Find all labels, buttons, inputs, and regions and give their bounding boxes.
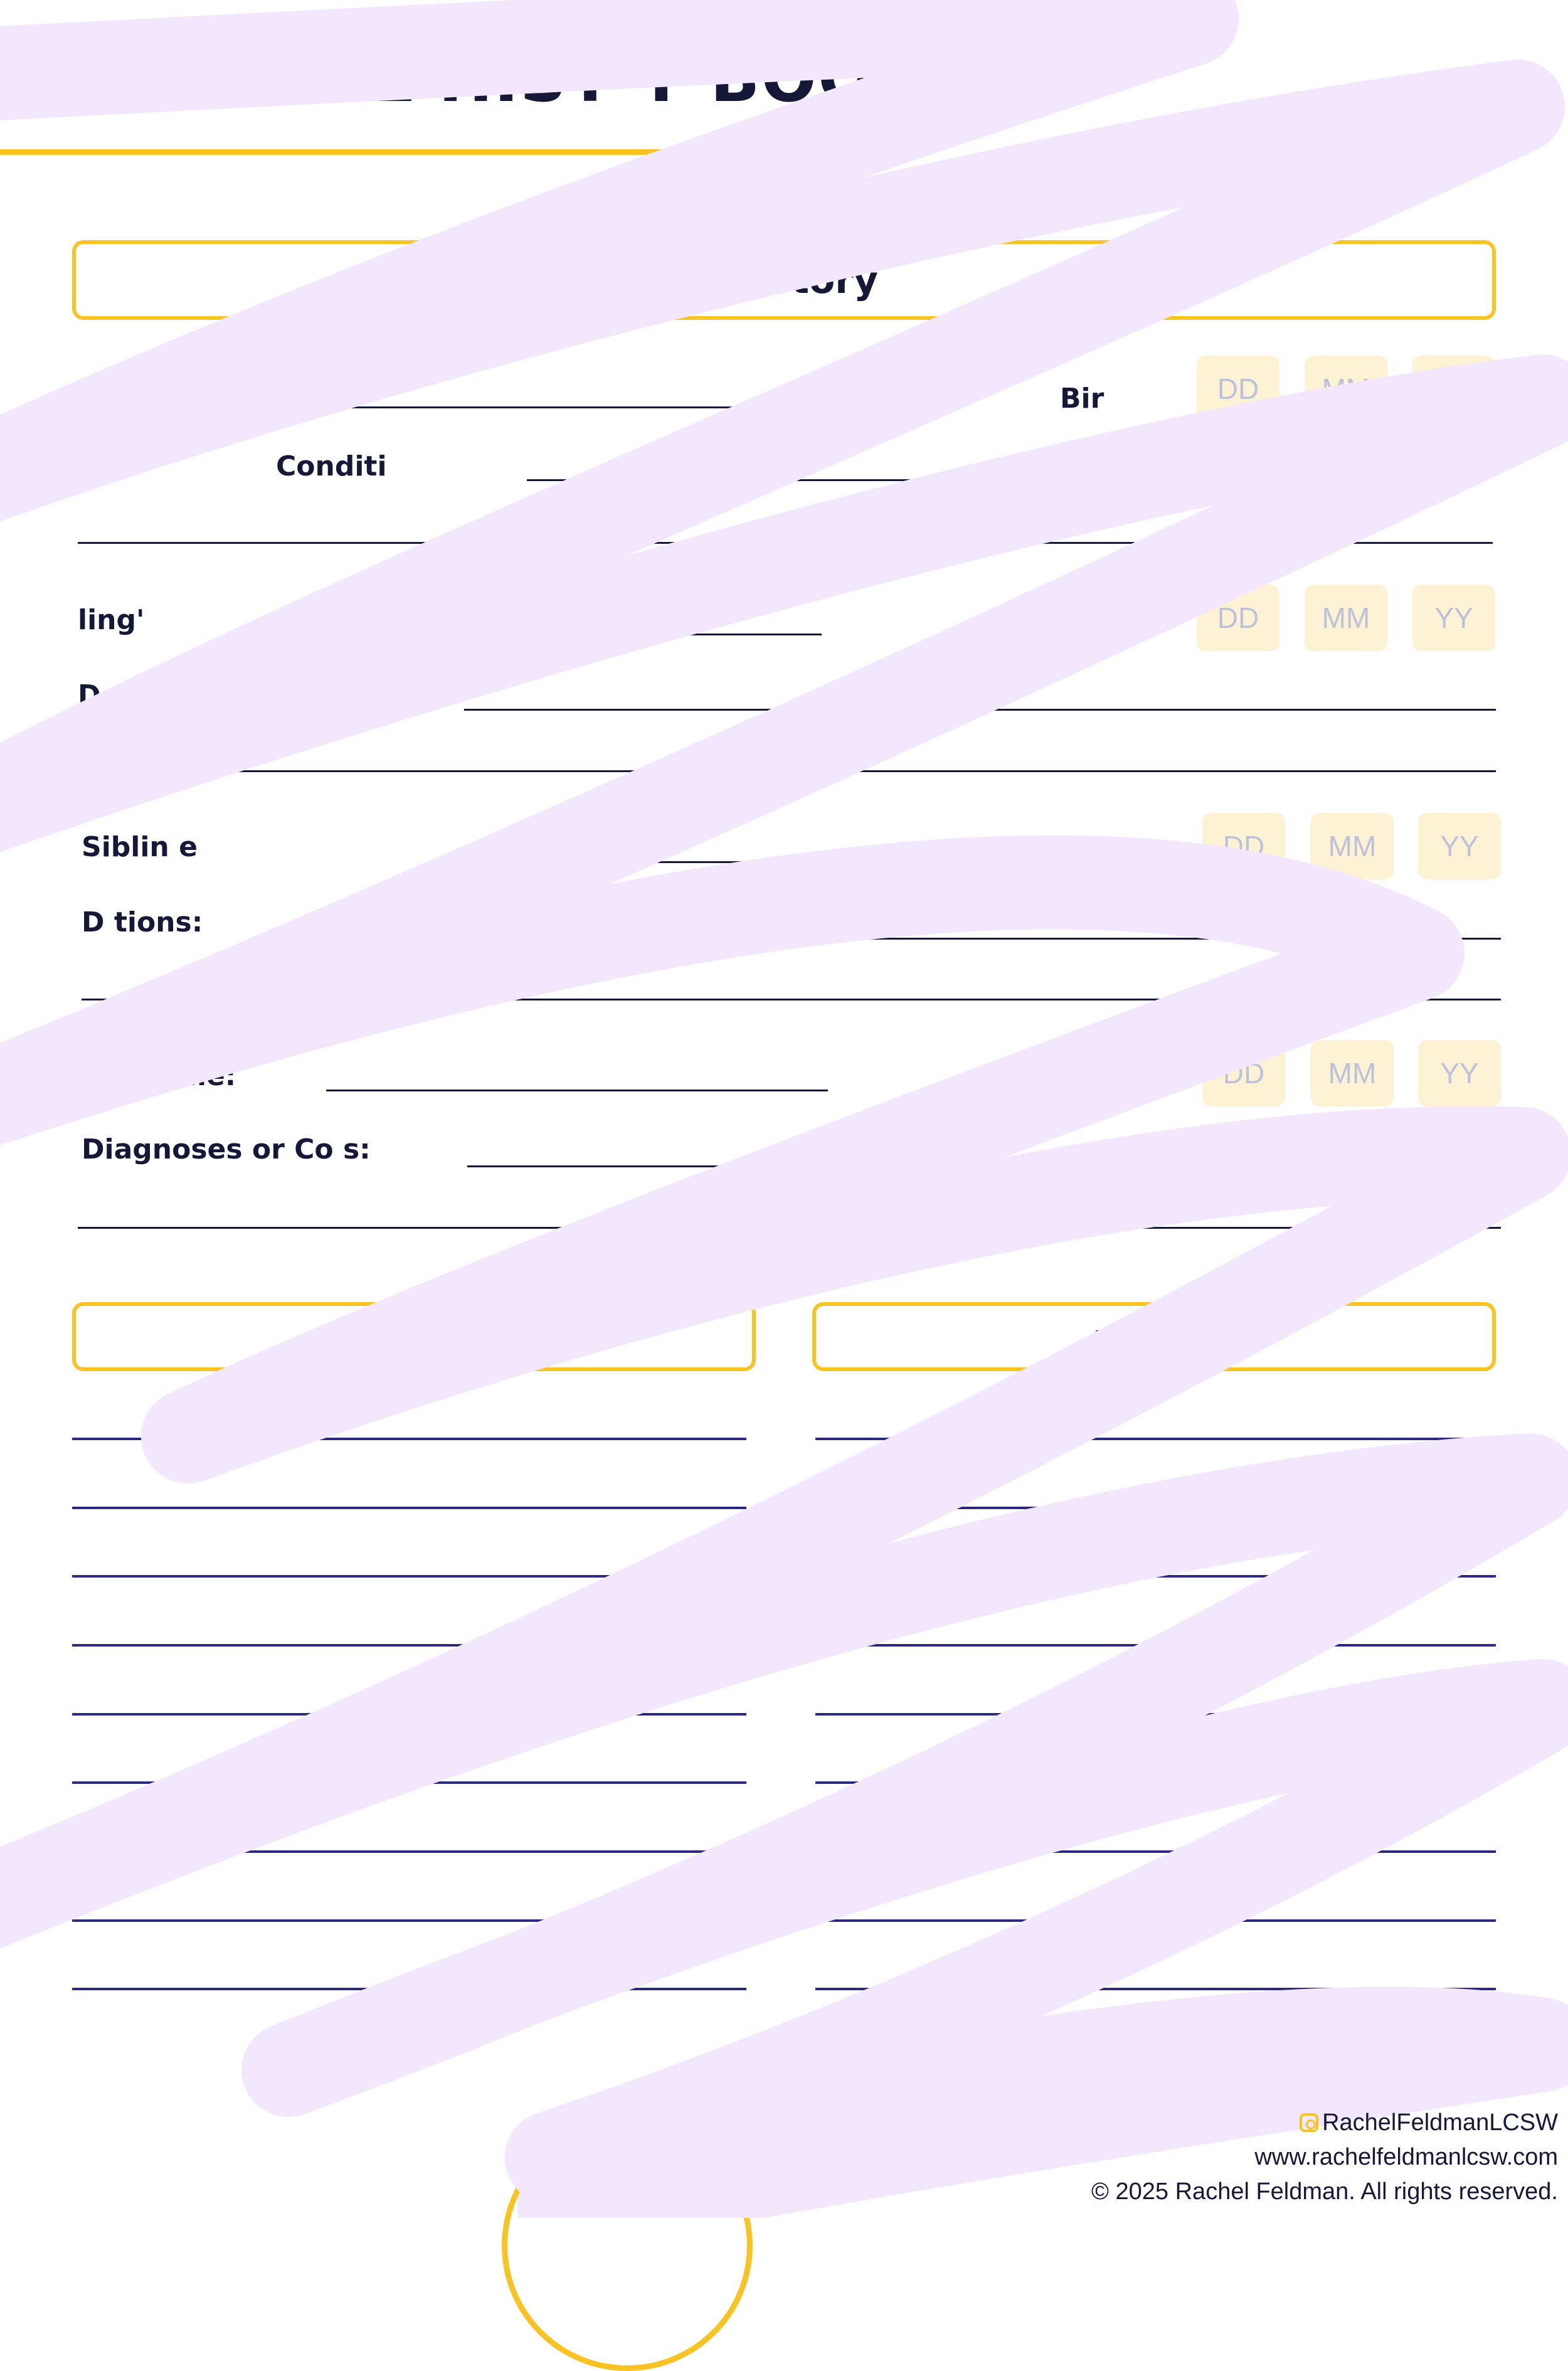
footer-website[interactable]: www.rachelfeldmanlcsw.com (1254, 2144, 1558, 2170)
entry-2-name-label: ling' (78, 604, 145, 636)
footer-instagram-handle: RachelFeldmanLCSW (1322, 2109, 1558, 2136)
footer-copyright: © 2025 Rachel Feldman. All rights reserv… (1091, 2178, 1558, 2205)
entry-3-dx-line-1[interactable] (469, 938, 1501, 940)
right-writing-line[interactable] (815, 1438, 1496, 1440)
left-writing-line[interactable] (72, 1919, 746, 1922)
entry-4-name-line[interactable] (326, 1090, 828, 1091)
entry-3-dx-label: D tions: (82, 906, 203, 938)
entry-4-yy-chip[interactable]: YY (1418, 1040, 1501, 1106)
entry-4-dx-label: Diagnoses or Co s: (82, 1133, 371, 1165)
entry-2-yy-chip[interactable]: YY (1412, 585, 1495, 651)
scribble-stroke (0, 354, 1568, 1145)
left-writing-line[interactable] (72, 1438, 746, 1440)
left-writing-line[interactable] (72, 1644, 746, 1647)
title-underline (0, 149, 815, 155)
instagram-icon (1300, 2113, 1319, 2132)
scribble-stroke (505, 1986, 1568, 2218)
footer-instagram[interactable]: RachelFeldmanLCSW (1300, 2109, 1558, 2136)
right-writing-line[interactable] (815, 1988, 1496, 1990)
right-writing-line[interactable] (815, 1850, 1496, 1853)
entry-3-name-label: Siblin e (82, 831, 198, 863)
scribble-stroke (0, 60, 1565, 849)
redaction-scribble (0, 0, 1568, 2218)
entry-4-mm-chip[interactable]: MM (1311, 1040, 1394, 1106)
entry-1-dob-label: Bir (1060, 383, 1104, 415)
left-writing-line[interactable] (72, 1575, 746, 1578)
left-writing-line[interactable] (72, 1507, 746, 1509)
entry-2-mm-chip[interactable]: MM (1305, 585, 1387, 651)
entry-1-name-line[interactable] (345, 406, 822, 408)
left-writing-line[interactable] (72, 1850, 746, 1853)
entry-1-dx-label: Conditi (276, 450, 387, 482)
entry-3-dx-line-2[interactable] (82, 999, 1501, 1000)
entry-3-yy-chip[interactable]: YY (1418, 813, 1501, 879)
scribble-stroke (241, 1659, 1568, 2205)
